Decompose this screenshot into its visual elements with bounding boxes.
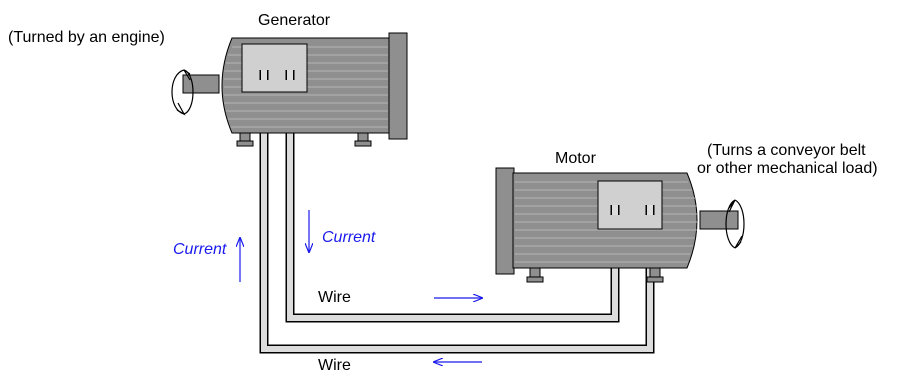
motor-label: Motor [555, 150, 597, 167]
generator-feet [237, 132, 371, 146]
generator-end-plate [389, 33, 407, 139]
generator-terminal-box [242, 44, 307, 92]
current-label-left: Current [173, 241, 227, 258]
motor-note-line1: (Turns a conveyor belt [707, 142, 866, 159]
wire-label-bottom: Wire [318, 357, 351, 373]
generator [172, 33, 407, 146]
generator-note: (Turned by an engine) [8, 29, 165, 46]
motor-shaft [700, 211, 738, 229]
motor-feet [527, 268, 663, 282]
current-label-right: Current [322, 229, 376, 246]
motor-note-line2: or other mechanical load) [697, 160, 878, 177]
generator-label: Generator [258, 12, 331, 29]
wire-label-top: Wire [318, 289, 351, 306]
motor [496, 168, 744, 282]
motor-end-plate [496, 168, 514, 274]
